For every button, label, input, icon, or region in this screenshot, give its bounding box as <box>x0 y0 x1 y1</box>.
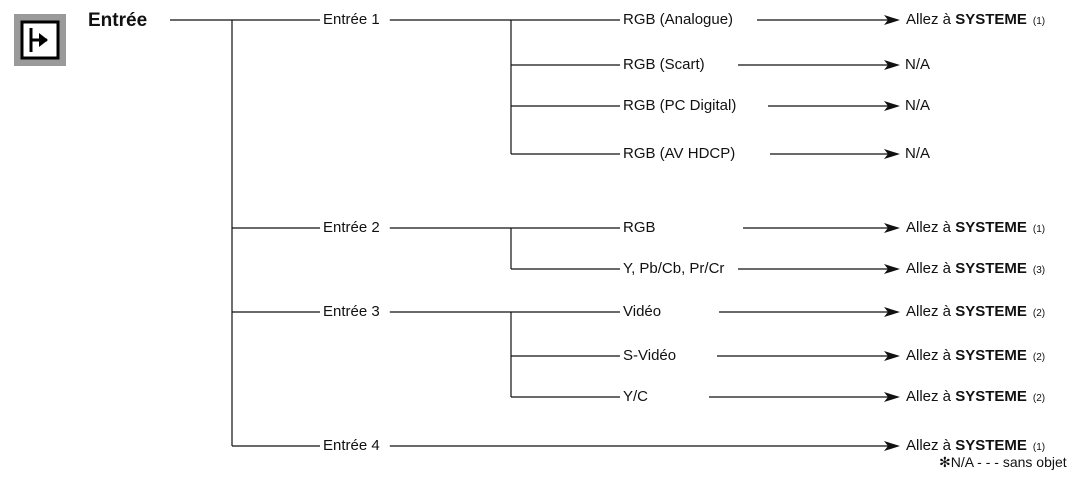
result-text: Allez à SYSTEME (2) <box>906 388 1045 407</box>
result-target: SYSTEME <box>955 388 1027 405</box>
result-label: Allez à <box>906 260 952 277</box>
arrow-head-icon <box>884 149 900 159</box>
result-note: (3) <box>1032 265 1046 276</box>
input-label: Entrée 3 <box>323 303 380 320</box>
result-note: (1) <box>1032 442 1046 453</box>
footnote: ✻N/A - - - sans objet <box>939 454 1067 470</box>
result-text: Allez à SYSTEME (1) <box>906 219 1045 238</box>
arrow-head-icon <box>884 392 900 402</box>
arrow-head-icon <box>884 101 900 111</box>
child-label: Y/C <box>623 388 649 405</box>
result-label: N/A <box>905 145 931 162</box>
arrow-head-icon <box>884 351 900 361</box>
child-label: RGB (AV HDCP) <box>623 145 736 162</box>
input-label: Entrée 4 <box>323 437 380 454</box>
result-note: (2) <box>1032 352 1046 363</box>
result-target: SYSTEME <box>955 260 1027 277</box>
arrow-head-icon <box>884 60 900 70</box>
result-label: Allez à <box>906 219 952 236</box>
result-label: Allez à <box>906 388 952 405</box>
result-text: Allez à SYSTEME (2) <box>906 347 1045 366</box>
result-note: (2) <box>1032 308 1046 319</box>
child-label: S-Vidéo <box>623 347 677 364</box>
result-label: N/A <box>905 56 931 73</box>
result-text: Allez à SYSTEME (1) <box>906 11 1045 30</box>
result-target: SYSTEME <box>955 437 1027 454</box>
input-source-icon <box>14 14 66 66</box>
result-target: SYSTEME <box>955 303 1027 320</box>
result-text: N/A <box>905 145 930 162</box>
input-label: Entrée 1 <box>323 11 380 28</box>
child-label: Y, Pb/Cb, Pr/Cr <box>623 260 725 277</box>
result-note: (2) <box>1032 393 1046 404</box>
result-note: (1) <box>1032 16 1046 27</box>
result-target: SYSTEME <box>955 11 1027 28</box>
result-target: SYSTEME <box>955 347 1027 364</box>
arrow-head-icon <box>884 264 900 274</box>
result-text: N/A <box>905 97 930 114</box>
result-text: Allez à SYSTEME (1) <box>906 437 1045 456</box>
result-target: SYSTEME <box>955 219 1027 236</box>
diagram-title: Entrée <box>88 10 148 31</box>
result-text: N/A <box>905 56 930 73</box>
child-label: Vidéo <box>623 303 662 320</box>
arrow-head-icon <box>884 307 900 317</box>
arrow-head-icon <box>884 15 900 25</box>
result-label: Allez à <box>906 347 952 364</box>
result-label: Allez à <box>906 437 952 454</box>
result-note: (1) <box>1032 224 1046 235</box>
child-label: RGB <box>623 219 656 236</box>
result-label: Allez à <box>906 303 952 320</box>
arrow-head-icon <box>884 223 900 233</box>
arrow-head-icon <box>884 441 900 451</box>
input-label: Entrée 2 <box>323 219 380 236</box>
result-text: Allez à SYSTEME (3) <box>906 260 1045 279</box>
result-label: N/A <box>905 97 931 114</box>
result-text: Allez à SYSTEME (2) <box>906 303 1045 322</box>
child-label: RGB (Analogue) <box>623 11 734 28</box>
result-label: Allez à <box>906 11 952 28</box>
child-label: RGB (Scart) <box>623 56 705 73</box>
child-label: RGB (PC Digital) <box>623 97 737 114</box>
